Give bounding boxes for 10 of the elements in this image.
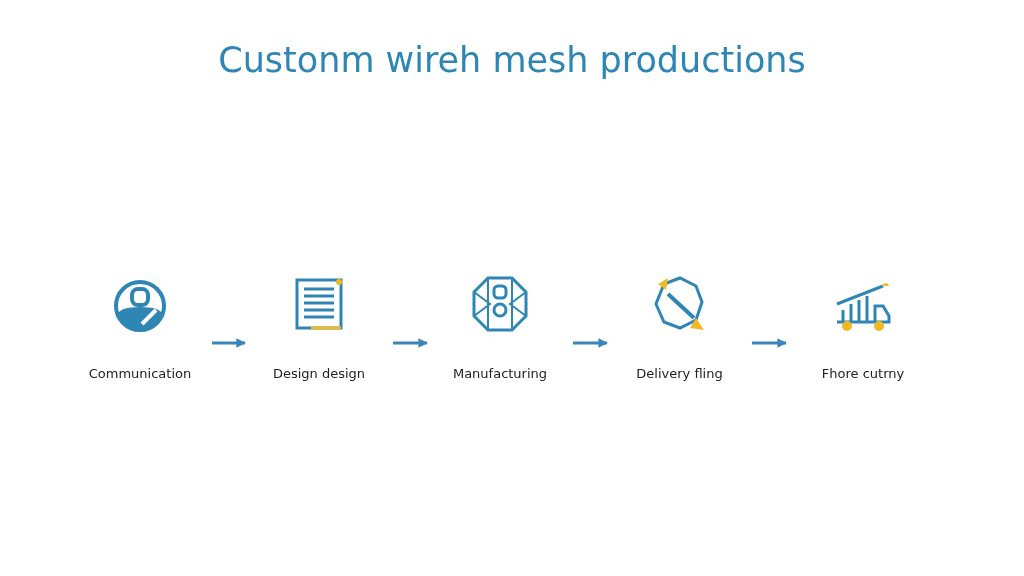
step-label: Manufacturing	[451, 366, 549, 381]
arrow	[752, 338, 787, 348]
step-label: Design design	[271, 366, 367, 381]
step-label: Delivery fling	[635, 366, 724, 381]
arrow	[212, 338, 246, 348]
title: Custonm wireh mesh productions	[217, 40, 807, 80]
step-label: Communication	[87, 366, 193, 381]
arrow	[573, 338, 608, 348]
step-label: Fhore cutrny	[820, 366, 906, 381]
arrow	[393, 338, 428, 348]
